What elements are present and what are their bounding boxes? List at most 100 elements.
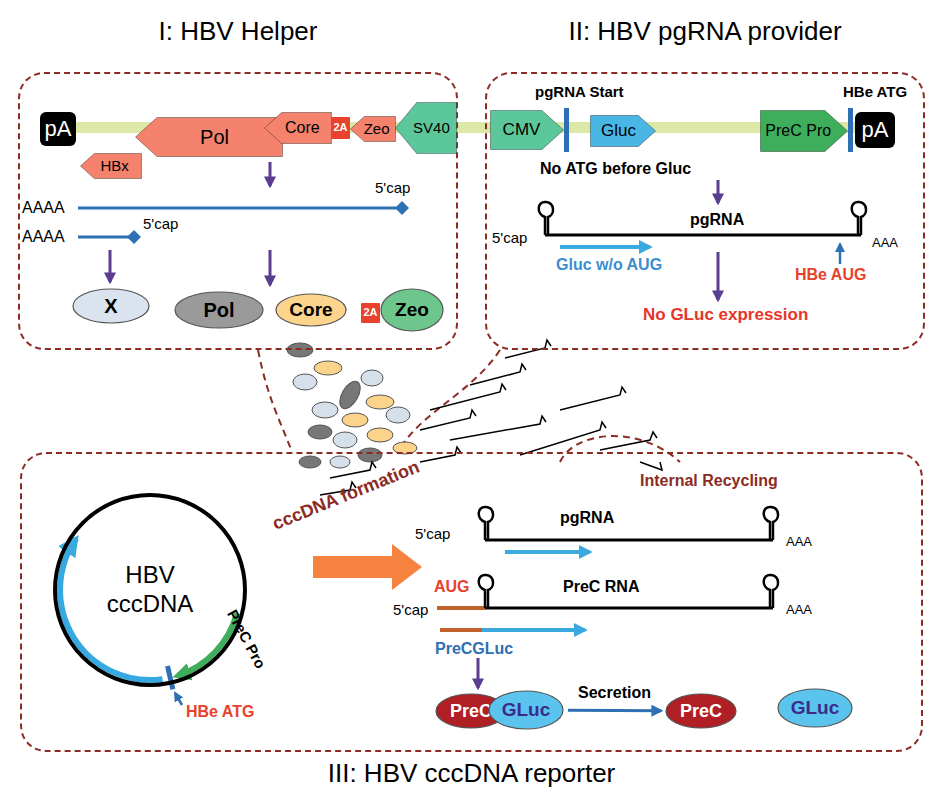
protein-blob [366,395,394,409]
protein-cluster [287,343,417,468]
arrow-body [351,117,396,142]
down-arrow [477,658,480,688]
dna-fragments [320,340,662,495]
protein-ellipse: PreC [665,693,737,729]
arrow-body [491,111,564,150]
funnel-border [398,350,500,452]
protein-blob [386,407,410,423]
stem-loop [479,575,493,608]
dna-fragment [450,416,546,440]
annotation-label: No GLuc expression [643,306,808,325]
gene-arrow: PreC Pro [760,110,848,152]
annotation-label: PreC RNA [563,578,639,596]
ellipse-body [778,689,852,727]
prec-segment [437,606,485,610]
annotation-label: HBe ATG [843,84,907,101]
orf-arrow [505,550,590,554]
protein-blob [367,428,393,442]
annotation-label: AAAA [22,228,65,246]
ellipse-body [73,289,149,323]
panel-frame: III: HBV cccDNA reporterHBV cccDNAPreCGL… [20,452,923,752]
element-box: pA [40,112,76,146]
protein-blob [312,402,338,418]
transcription-arrow [313,544,422,590]
annotation-label: cccDNA formation [270,457,422,534]
protein-ellipse: Core [275,293,347,327]
start-marker [564,108,569,152]
gene-arrow: Pol [135,117,283,157]
edge-label: Secretion [578,684,651,702]
atg-marker [848,108,853,152]
annotation-label: pgRNA [560,509,614,527]
element-box: pA [855,112,895,148]
node-text: GLuc [791,698,840,718]
annotation-label: AAA [786,535,812,549]
annotation-label: Internal Recycling [640,472,778,490]
annotation-label: pgRNA Start [535,84,624,101]
node-text: CMV [503,121,541,139]
protein-blob [308,425,332,439]
gene-arrow: HBx [80,153,142,179]
protein-blob [361,370,383,386]
protein-blob [293,374,317,390]
rna-line [485,539,773,542]
annotation-label: PreCGLuc [435,640,513,658]
protein-blob [287,343,313,357]
node-text: HBV cccDNA [95,561,205,619]
annotation-label: 5'cap [492,230,527,247]
annotation-label: AAAA [22,199,65,217]
dna-fragment [470,364,526,385]
node-text: Zeo [364,121,390,137]
protein-ellipse: Zeo [380,288,444,332]
dna-fragment [420,447,461,462]
node-text: PreC [680,702,722,721]
atg-marker [168,666,173,689]
annotation-label: AUG [434,578,470,596]
node-text: Pol [203,300,234,321]
orf-arrow [560,245,650,249]
gene-arrow: Core [264,112,332,144]
node-text: pA [862,118,889,141]
stem-loop [764,507,778,540]
pointer-arrow [175,693,182,705]
stem-loop [479,507,493,540]
arrow-body [136,118,283,157]
down-arrow [269,250,272,285]
protein-blob [330,456,350,468]
node-text: 2A [363,307,377,319]
node-text: Core [289,300,332,320]
protein-blob [333,432,357,448]
mrna-line [78,236,130,239]
node-text: 2A [333,122,347,134]
ellipse-body [489,691,563,729]
arrow-body [396,103,457,154]
panel-heading: III: HBV cccDNA reporter [22,760,921,787]
arrow-body [81,154,142,179]
plasmid-circle: HBV cccDNA [53,493,247,687]
dna-fragment [640,462,662,470]
prec-orf [440,628,482,632]
protein-ellipse: Pol [174,291,264,329]
stem-loop [539,202,553,235]
cap-diamond [127,230,141,244]
edge-arrow [568,709,661,713]
node-text: Gluc [601,122,636,140]
dna-fragment [560,387,626,410]
node-text: PreC Pro [765,123,831,140]
annotation-label: 5'cap [393,602,428,619]
panel-frame: I: HBV HelperpAPolHBxCore2AZeoSV40XPolCo… [18,72,458,350]
element-box: 2A [361,303,380,323]
node-text: GLuc [502,700,551,720]
stem-loop [852,202,866,235]
node-text: Zeo [395,300,429,320]
down-arrow [269,162,272,186]
protein-blob [314,361,342,375]
ellipse-body [666,694,736,728]
annotation-label: No ATG before Gluc [540,160,691,178]
dna-fragment [600,432,657,450]
dna-fragment [420,410,476,430]
annotation-label: Gluc w/o AUG [556,256,662,274]
gene-arrow: SV40 [395,102,457,154]
gene-arrow: CMV [490,110,564,150]
mrna-line [78,207,398,210]
